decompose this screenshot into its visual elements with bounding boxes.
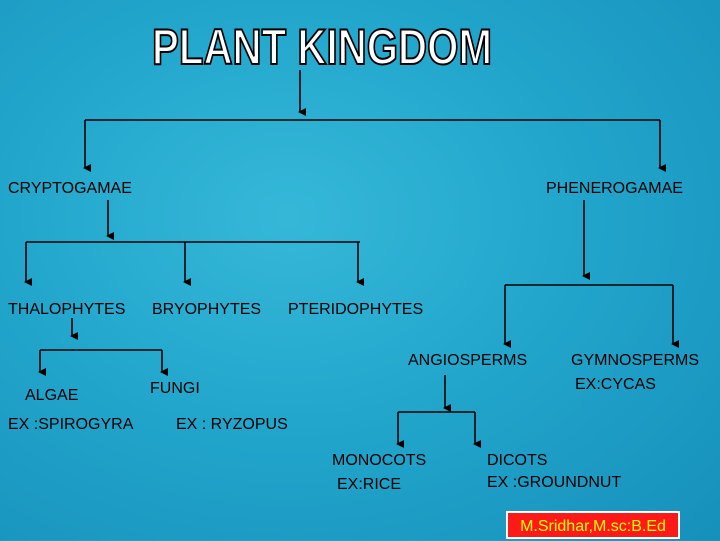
title-banner: PLANT KINGDOM	[151, 18, 493, 76]
node-monocots: MONOCOTS	[332, 452, 427, 469]
node-fungi: FUNGI	[150, 380, 200, 397]
node-fungi-example: EX : RYZOPUS	[176, 416, 288, 433]
node-algae-example: EX :SPIROGYRA	[8, 416, 134, 433]
node-algae: ALGAE	[25, 387, 79, 404]
node-pteridophytes: PTERIDOPHYTES	[288, 301, 424, 318]
node-phenerogamae: PHENEROGAMAE	[546, 180, 683, 197]
node-dicots: DICOTS	[487, 452, 548, 469]
node-dicots-example: EX :GROUNDNUT	[487, 474, 622, 491]
node-thalophytes: THALOPHYTES	[8, 301, 126, 318]
node-gymnosperms: GYMNOSPERMS	[571, 352, 700, 369]
page-title: PLANT KINGDOM	[152, 19, 492, 75]
node-monocots-example: EX:RICE	[337, 476, 402, 493]
node-cryptogamae: CRYPTOGAMAE	[8, 180, 132, 197]
author-credit-badge: M.Sridhar,M.sc:B.Ed	[506, 511, 680, 539]
node-angiosperms: ANGIOSPERMS	[408, 352, 528, 369]
node-bryophytes: BRYOPHYTES	[152, 301, 262, 318]
node-gymnosperms-example: EX:CYCAS	[575, 376, 656, 393]
